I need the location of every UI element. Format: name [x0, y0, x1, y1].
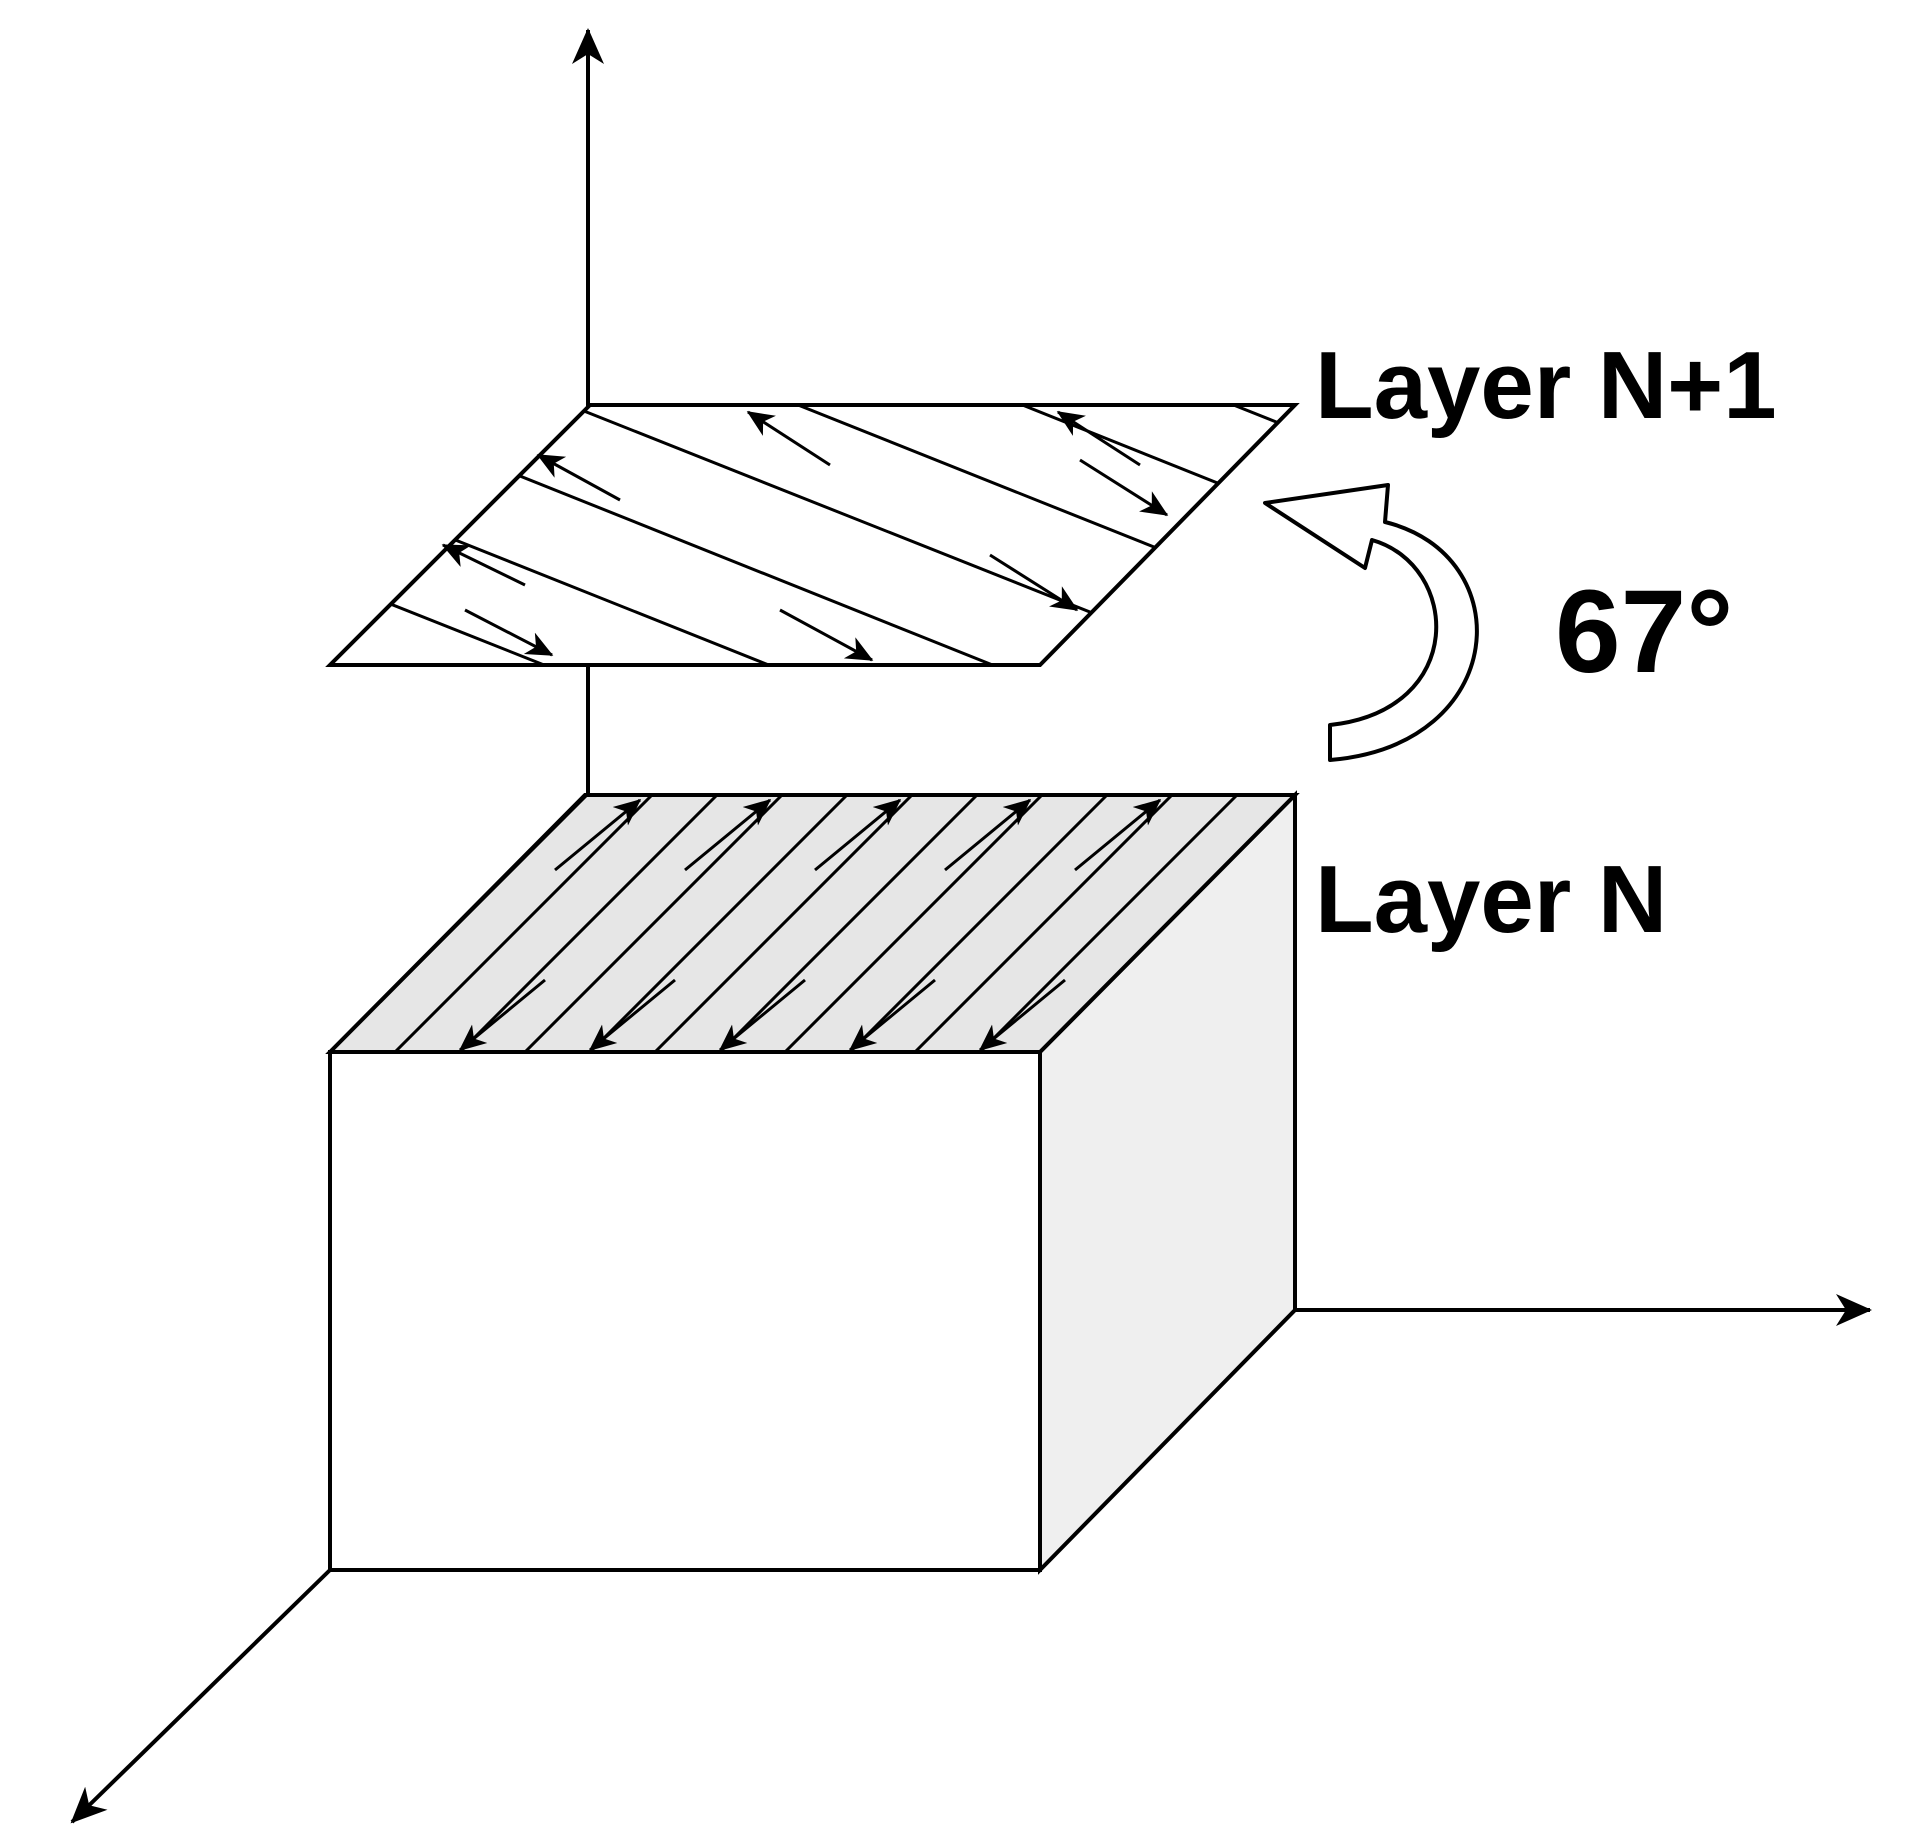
rotation-angle-label: 67°	[1555, 566, 1733, 698]
layer-n1-label: Layer N+1	[1315, 332, 1777, 439]
layer-n-label: Layer N	[1315, 846, 1667, 953]
layer-n1-scan-arrows	[441, 410, 1169, 662]
layer-n-scan-lines	[330, 795, 1239, 1052]
rotation-arrow	[1263, 483, 1479, 762]
layer-n-scan-arrows	[458, 798, 1162, 1052]
cube-front-face	[328, 1050, 1042, 1572]
y-axis	[70, 1568, 332, 1824]
cube	[325, 790, 1300, 1575]
